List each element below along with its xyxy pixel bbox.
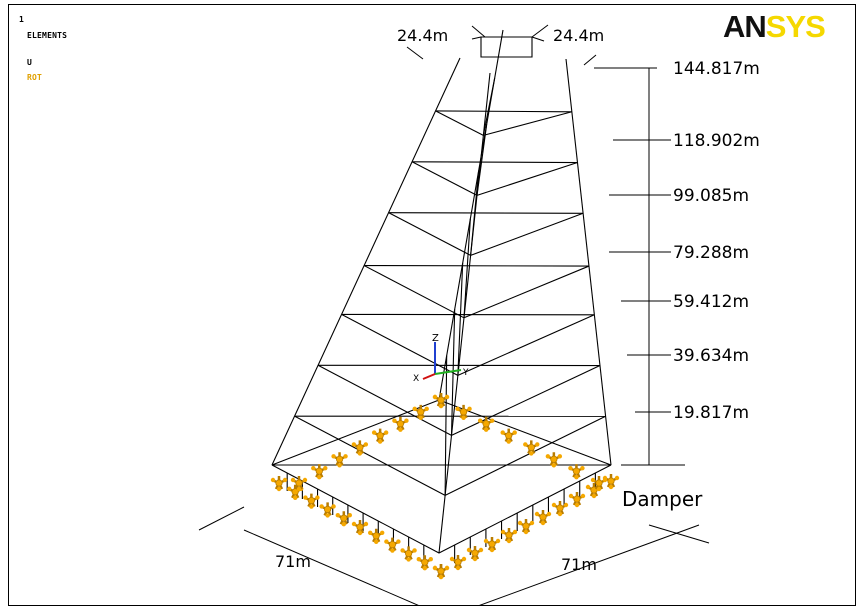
rot-constraint-label: ROT bbox=[27, 73, 43, 82]
support-symbol bbox=[351, 440, 369, 456]
x-axis-icon bbox=[422, 373, 436, 380]
top-cap-edge bbox=[471, 36, 482, 40]
support-symbol bbox=[319, 502, 336, 518]
dim-top-right: 24.4m bbox=[553, 26, 604, 45]
level-beam bbox=[363, 265, 465, 319]
base-slab-back-edge bbox=[271, 399, 440, 466]
level-beam bbox=[412, 161, 578, 164]
base-slab-edge bbox=[271, 464, 612, 554]
triad-z-label: Z bbox=[432, 333, 439, 344]
logo-an: AN bbox=[723, 9, 767, 44]
support-symbol bbox=[500, 428, 517, 444]
level-beam bbox=[317, 364, 452, 436]
level-beam bbox=[294, 415, 446, 496]
level-beam bbox=[463, 265, 590, 319]
support-symbol bbox=[290, 476, 308, 492]
tower-leg bbox=[271, 57, 461, 466]
support-symbol bbox=[392, 416, 409, 432]
support-symbol bbox=[534, 510, 552, 526]
top-cap-edge bbox=[531, 36, 545, 42]
support-symbol bbox=[551, 501, 569, 517]
level-beam bbox=[457, 314, 595, 376]
level-beam bbox=[470, 170, 480, 256]
top-cap bbox=[480, 36, 533, 58]
y-axis-icon bbox=[434, 369, 462, 375]
dim-bottom-right: 71m bbox=[561, 555, 597, 574]
tower-wireframe bbox=[271, 29, 612, 563]
support-symbol bbox=[412, 404, 429, 421]
level-beam bbox=[435, 110, 484, 136]
triad-x-label: X bbox=[413, 374, 419, 384]
support-symbol bbox=[416, 555, 433, 571]
axis-triad: Z Y X bbox=[413, 333, 469, 384]
support-symbol bbox=[303, 493, 320, 509]
dimension-lines bbox=[198, 24, 710, 605]
level-beam bbox=[411, 161, 478, 196]
logo-sys: SYS bbox=[765, 9, 826, 44]
support-symbol bbox=[517, 519, 535, 535]
support-symbol bbox=[477, 416, 495, 432]
level-beam bbox=[463, 218, 471, 318]
level-label: 59.412m bbox=[673, 292, 749, 312]
level-beam bbox=[451, 365, 601, 436]
damper-label: Damper bbox=[622, 487, 703, 511]
support-symbol bbox=[331, 452, 348, 468]
tower-leg bbox=[565, 58, 612, 466]
support-symbol bbox=[455, 404, 472, 421]
damper-supports bbox=[270, 393, 620, 580]
support-symbol bbox=[384, 537, 401, 553]
support-symbol bbox=[335, 511, 352, 527]
level-beam bbox=[476, 162, 578, 196]
graphics-window[interactable]: 1 ELEMENTS U ROT ANSYS Z Y X bbox=[8, 4, 856, 606]
level-label: 99.085m bbox=[673, 186, 749, 206]
level-beam bbox=[341, 313, 459, 376]
support-symbol bbox=[400, 546, 417, 562]
support-symbol bbox=[270, 476, 288, 492]
level-beam bbox=[457, 263, 464, 376]
dim-top-left: 24.4m bbox=[397, 26, 448, 45]
support-symbol bbox=[545, 452, 563, 468]
level-label: 19.817m bbox=[673, 403, 749, 423]
plot-type-label: ELEMENTS bbox=[27, 31, 68, 40]
support-symbol bbox=[449, 555, 467, 571]
level-label: 144.817m bbox=[673, 59, 760, 79]
support-symbol bbox=[568, 464, 585, 480]
support-symbol bbox=[602, 474, 620, 490]
support-symbol bbox=[432, 393, 450, 409]
level-beam bbox=[476, 124, 488, 196]
level-label: 39.634m bbox=[673, 346, 749, 366]
support-symbol bbox=[432, 564, 450, 580]
level-beam bbox=[482, 77, 496, 136]
support-symbol bbox=[371, 428, 389, 444]
level-beam bbox=[483, 111, 572, 136]
level-beam bbox=[435, 110, 572, 113]
window-number: 1 bbox=[19, 15, 25, 24]
level-labels: 144.817m 118.902m 99.085m 79.288m 59.412m 39.… bbox=[673, 59, 760, 423]
tower-model: Z Y X 24.4m 24.4m 71m 71m Damper 144.817… bbox=[198, 24, 760, 605]
support-symbol bbox=[500, 528, 518, 544]
triad-y-label: Y bbox=[462, 368, 469, 378]
support-symbol bbox=[483, 537, 501, 553]
support-symbol bbox=[351, 520, 369, 536]
level-label: 118.902m bbox=[673, 131, 760, 151]
u-constraint-label: U bbox=[27, 58, 33, 67]
level-label: 79.288m bbox=[673, 243, 749, 263]
level-beam bbox=[388, 212, 471, 256]
level-ticks bbox=[609, 139, 671, 413]
level-beam bbox=[444, 415, 606, 496]
level-beam bbox=[388, 212, 584, 214]
support-symbol bbox=[523, 440, 540, 456]
level-beam bbox=[444, 355, 448, 496]
support-symbol bbox=[311, 464, 328, 480]
support-symbol bbox=[368, 528, 385, 544]
support-symbol bbox=[590, 476, 608, 492]
support-symbol bbox=[466, 546, 484, 562]
dim-bottom-left: 71m bbox=[275, 552, 311, 571]
level-beam bbox=[470, 212, 584, 256]
support-symbol bbox=[568, 492, 586, 508]
ansys-logo: ANSYS bbox=[723, 9, 826, 44]
